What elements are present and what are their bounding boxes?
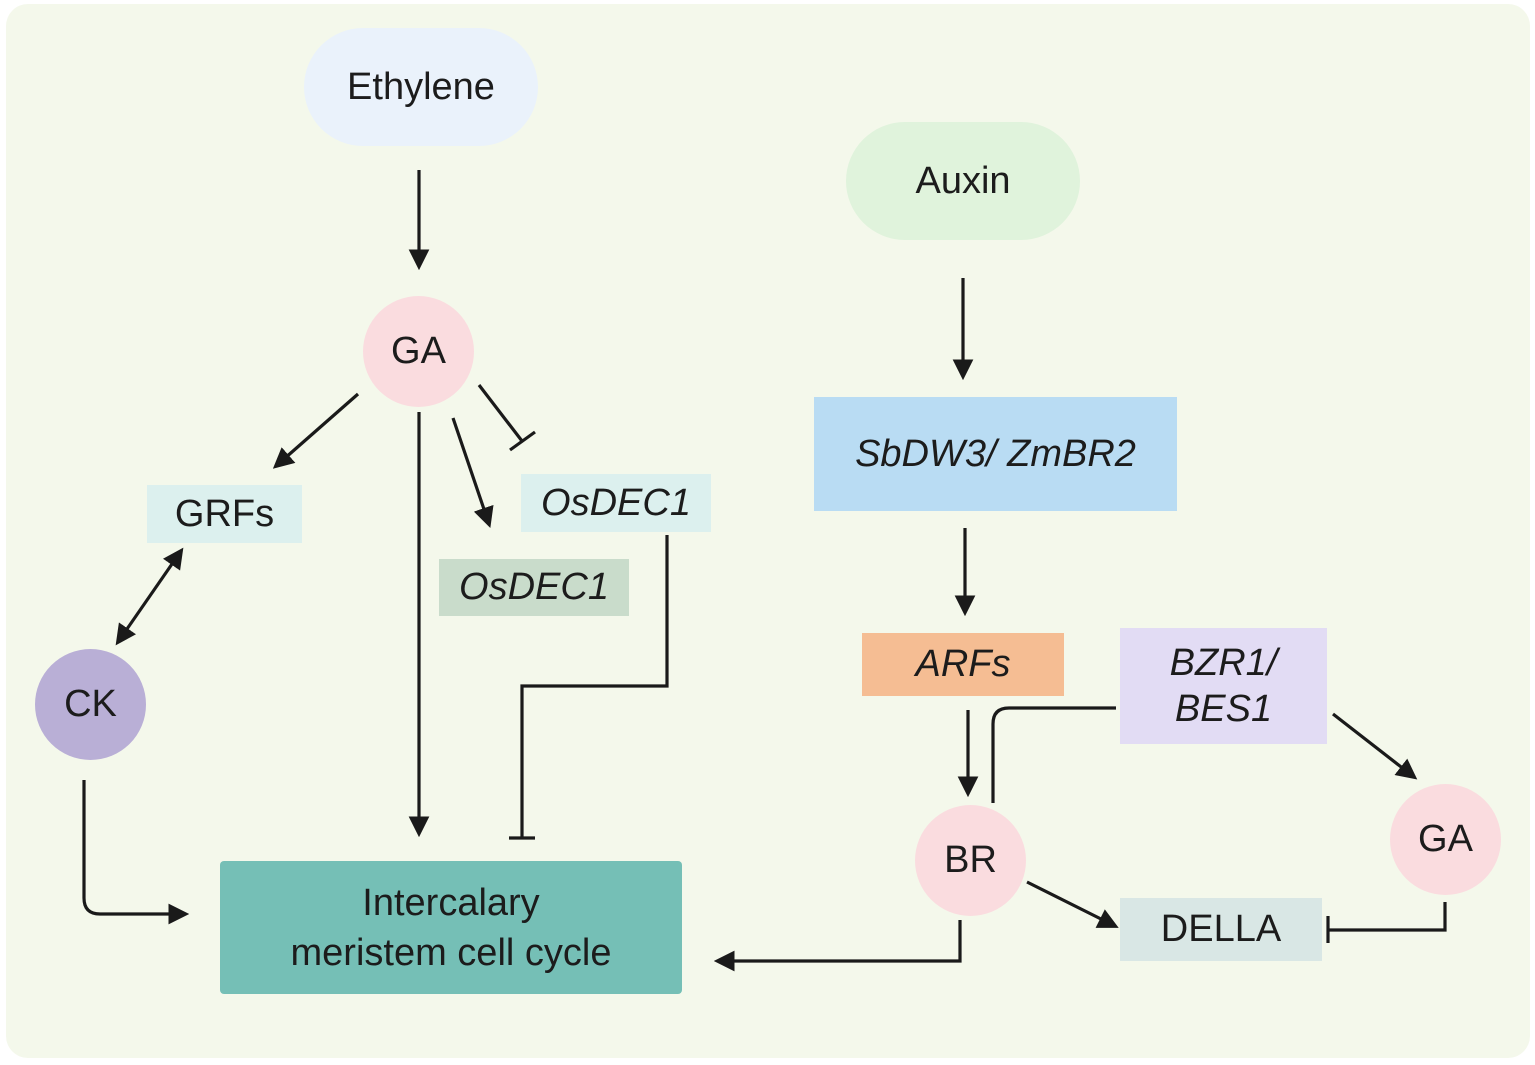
edge-osdec1-inhibits-intercalary: [520, 535, 669, 838]
intercalary-node: Intercalary meristem cell cycle: [220, 861, 682, 994]
auxin-node: Auxin: [846, 122, 1080, 240]
inhibition-bar-osdec1-top: [509, 430, 536, 452]
bzr1-bes1-node: BZR1/ BES1: [1120, 628, 1327, 744]
arfs-node: ARFs: [862, 633, 1064, 696]
sbdw3-zmbr2-node: SbDW3/ ZmBR2: [814, 397, 1177, 511]
edge-br-intercalary: [713, 920, 962, 972]
ga-node-left: GA: [363, 296, 474, 407]
edge-grfs-ck: [115, 547, 184, 646]
edge-ga-osdec1-bottom: [451, 417, 494, 528]
edge-br-della: [1026, 880, 1119, 928]
ga-node-right: GA: [1390, 784, 1501, 895]
edge-ga-inhibits-della: [1328, 902, 1447, 932]
ethylene-node: Ethylene: [304, 28, 538, 146]
della-node: DELLA: [1120, 898, 1322, 961]
edge-ga-inhibits-osdec1-top: [477, 384, 524, 442]
grfs-node: GRFs: [147, 485, 302, 543]
edge-ck-intercalary: [82, 780, 190, 925]
osdec1-node-bottom: OsDEC1: [439, 559, 629, 616]
osdec1-node-top: OsDEC1: [521, 474, 711, 532]
br-node: BR: [915, 805, 1026, 916]
edge-ga-grfs: [272, 392, 360, 469]
edge-bzr1-ga: [1332, 712, 1418, 780]
edge-br-bzr1: [991, 706, 1116, 803]
ck-node: CK: [35, 649, 146, 760]
